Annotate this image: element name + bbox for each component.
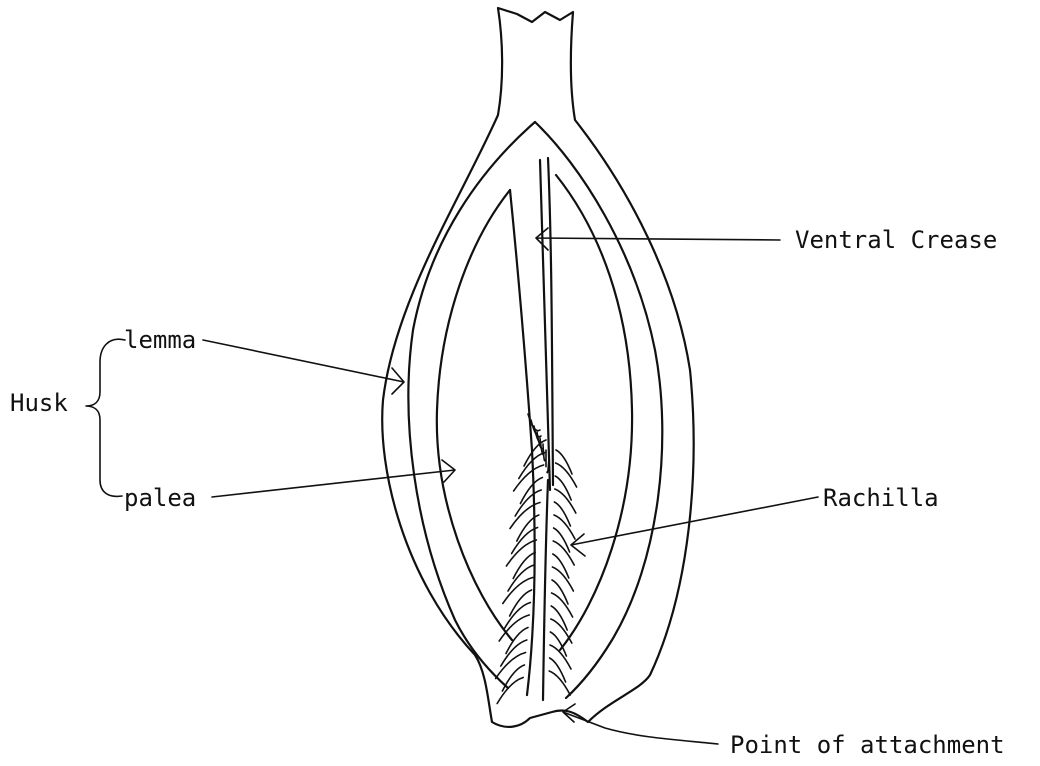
palea-pointer	[212, 460, 455, 497]
palea-label: palea	[124, 486, 196, 510]
rachilla-hair	[506, 540, 536, 566]
rachilla-hair	[552, 580, 568, 604]
palea-outline	[437, 190, 512, 640]
rachilla-hair	[555, 476, 571, 500]
rachilla-hair	[503, 578, 533, 604]
husk-outline	[382, 8, 693, 727]
lemma-inner-line	[408, 122, 535, 688]
rachilla-hair	[553, 554, 569, 578]
lemma-pointer	[203, 340, 404, 394]
rachilla-hair	[555, 489, 576, 513]
husk-label: Husk	[10, 391, 68, 415]
rachilla-hair	[554, 515, 575, 539]
attachment-label: Point of attachment	[730, 733, 1005, 757]
palea-inner-left	[510, 190, 535, 695]
rachilla-hair	[554, 502, 570, 526]
ventral-crease-bottom	[543, 480, 548, 700]
rachilla-hair	[556, 463, 577, 487]
rachilla-hair	[554, 528, 570, 552]
rachilla-hair	[549, 671, 570, 695]
rachilla-hair	[552, 593, 573, 617]
rachilla-hairs	[496, 414, 577, 704]
ventral-crease-pointer	[536, 228, 780, 250]
rachilla-hair	[551, 606, 567, 630]
ventral-crease-label: Ventral Crease	[795, 228, 997, 252]
attachment-pointer	[563, 704, 718, 744]
rachilla-hair	[514, 465, 544, 491]
rachilla-hair	[552, 567, 573, 591]
rachilla-pointer	[571, 497, 818, 556]
rachilla-hair	[556, 450, 572, 474]
husk-brace	[86, 339, 125, 496]
rachilla-hair	[550, 658, 566, 682]
lemma-label: lemma	[124, 328, 196, 352]
rachilla-label: Rachilla	[823, 486, 939, 510]
rachilla-hair	[496, 653, 526, 679]
lemma-inner-line-right	[535, 122, 662, 698]
